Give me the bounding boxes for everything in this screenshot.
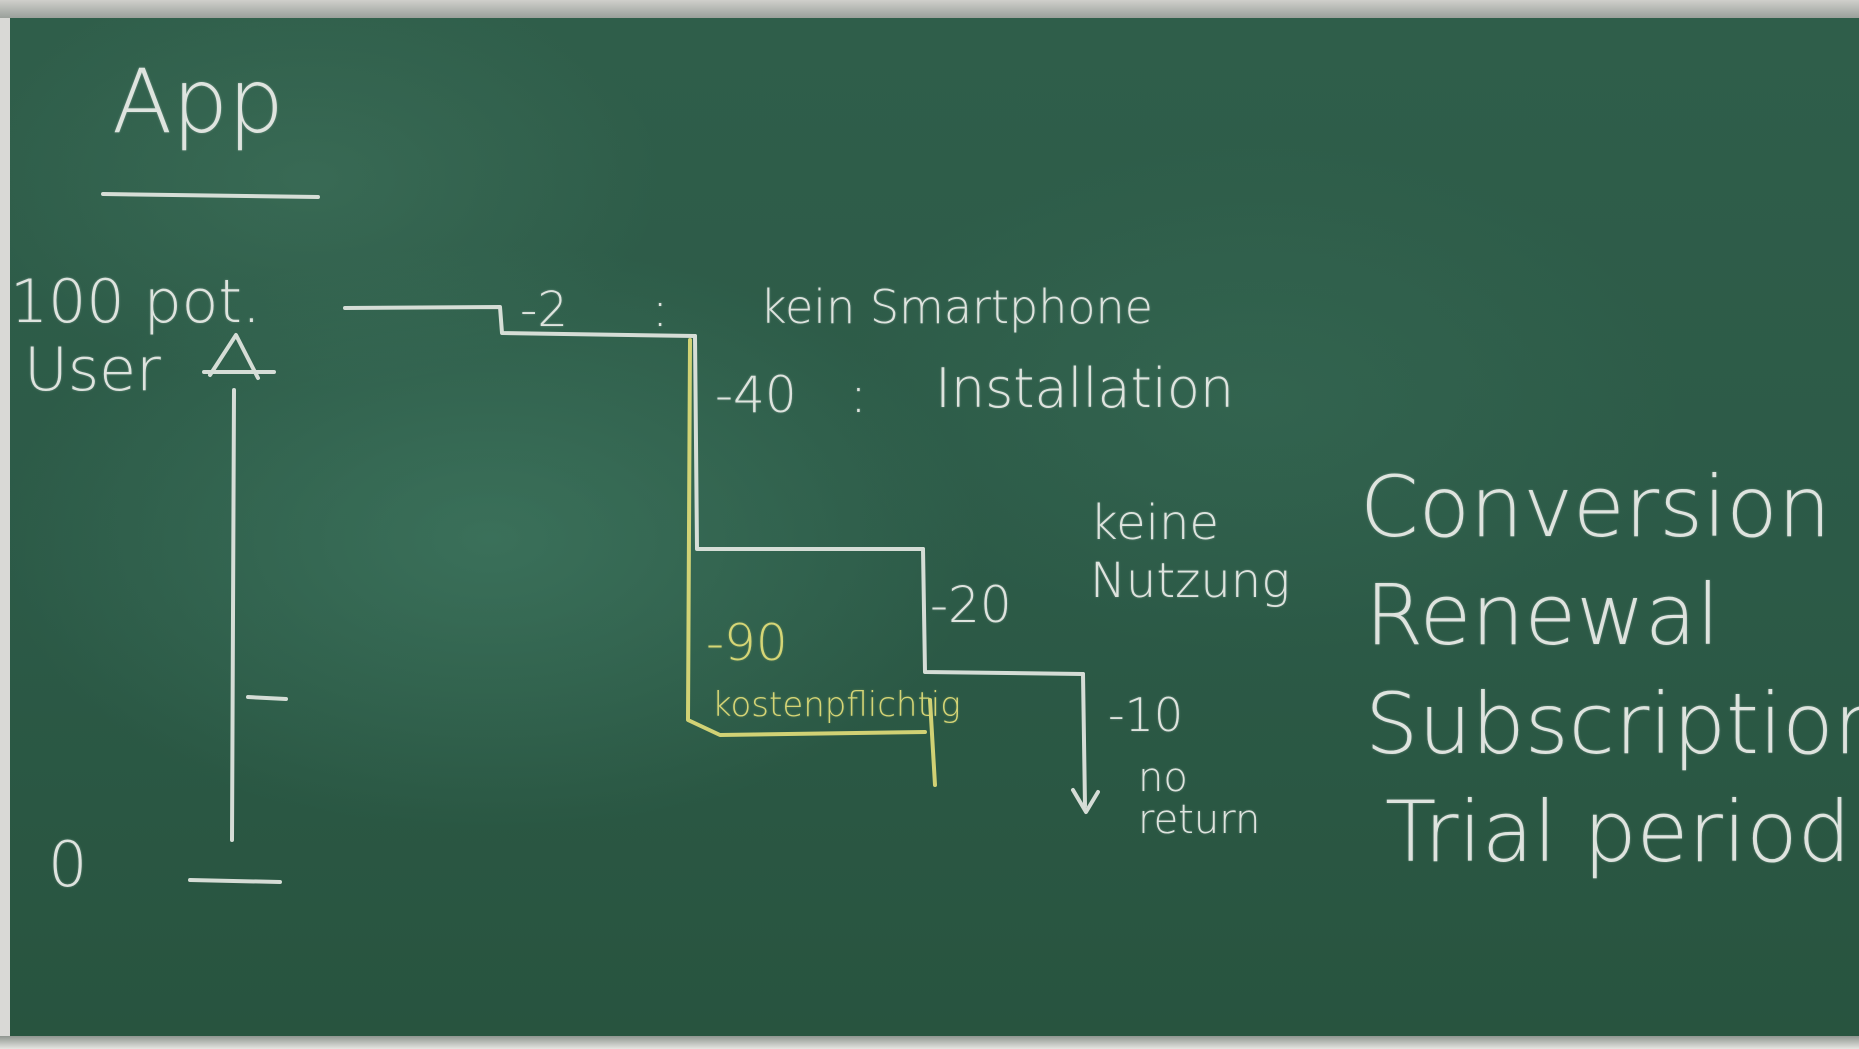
axis-bottom-label: 0 [48, 828, 88, 901]
step-amount-3: -20 [930, 576, 1012, 634]
down-arrow-icon [1071, 788, 1100, 814]
axis-arrow-icon [202, 333, 276, 380]
step-reason-2: Installation [935, 357, 1235, 420]
paid-amount: -90 [706, 614, 788, 672]
step-reason-3: keine Nutzung [1090, 495, 1290, 609]
board-frame-top [0, 0, 1859, 18]
step-line-return [1081, 672, 1087, 808]
title-underline [101, 192, 320, 199]
board-title: App [112, 50, 284, 153]
chalkboard [10, 18, 1859, 1036]
step-separator-2: : [850, 366, 867, 424]
paid-bracket [686, 338, 927, 737]
axis-top-label-line1: 100 pot. [10, 267, 261, 337]
stage-renewal: Renewal [1365, 566, 1720, 664]
step-line-installation [693, 334, 925, 551]
paid-bracket-tick [928, 698, 937, 787]
stage-subscription: Subscription [1365, 675, 1859, 773]
step-amount-4: -10 [1108, 688, 1184, 742]
board-frame-bottom [0, 1036, 1859, 1049]
step-reason-4: no return [1138, 755, 1261, 843]
axis-tick [246, 695, 288, 701]
stage-conversion: Conversion [1360, 458, 1831, 556]
stage-trial-period: Trial period [1385, 783, 1851, 881]
step-line-top [343, 305, 697, 338]
step-amount-2: -40 [715, 366, 797, 424]
step-amount-1: -2 [520, 282, 568, 338]
step-separator-1: : [652, 282, 669, 338]
step-reason-1: kein Smartphone [760, 280, 1153, 334]
axis-top-label-line2: User [24, 335, 161, 405]
step-line-nutzung [921, 547, 1085, 676]
paid-label: kostenpflichtig [712, 685, 961, 725]
axis-base [188, 878, 282, 884]
axis-line [230, 388, 236, 842]
